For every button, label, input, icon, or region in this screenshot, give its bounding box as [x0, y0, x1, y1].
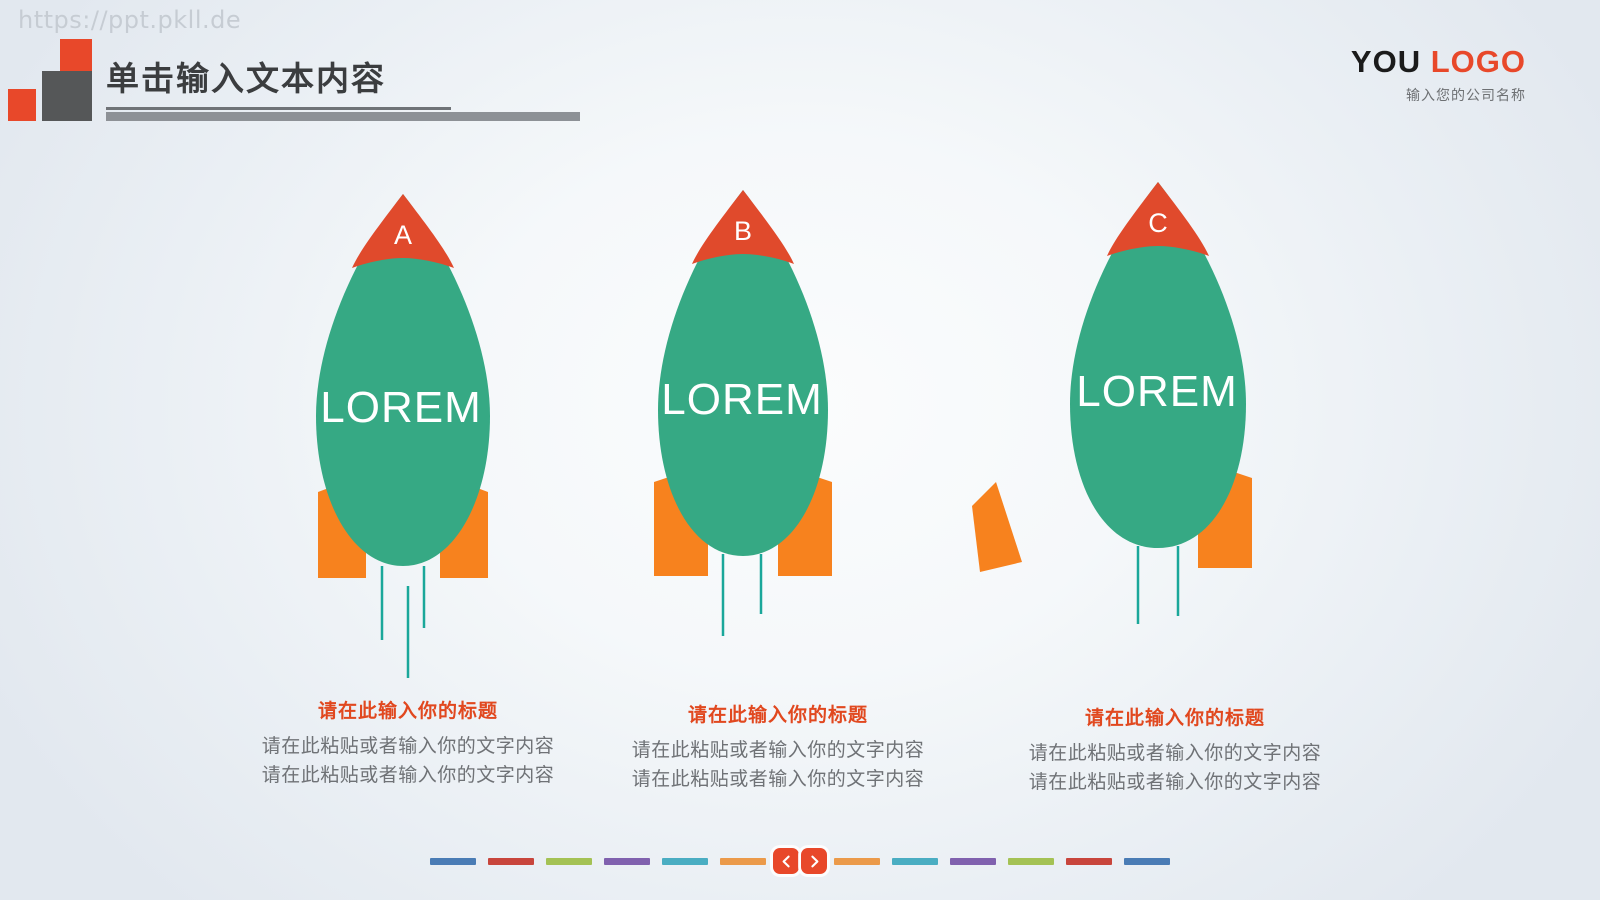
- fin-left-c-detached: [968, 480, 1028, 580]
- rocket-body-label-a: LOREM: [320, 383, 481, 432]
- pager-dash-left-4[interactable]: [662, 857, 708, 865]
- caption-a-line1: 请在此粘贴或者输入你的文字内容: [261, 735, 555, 757]
- rocket-nose-label-c: C: [1148, 208, 1168, 238]
- rocket-body-c: [1070, 182, 1246, 548]
- nose-cone-b: [692, 190, 794, 264]
- logo-block: YOU LOGO 输入您的公司名称: [1351, 46, 1526, 105]
- prev-button[interactable]: [773, 848, 799, 874]
- nose-cone-c: [1107, 182, 1209, 256]
- header-square-red-small: [8, 89, 36, 121]
- rocket-c[interactable]: C LOREM: [1040, 176, 1280, 624]
- caption-b-line2: 请在此粘贴或者输入你的文字内容: [631, 768, 925, 791]
- pager-dashes-right: [828, 857, 1176, 865]
- rocket-body-b: [658, 190, 828, 556]
- caption-b: 请在此输入你的标题 请在此粘贴或者输入你的文字内容 请在此粘贴或者输入你的文字内…: [598, 700, 958, 795]
- title-rule-thick: [106, 112, 580, 121]
- logo-text: YOU LOGO: [1351, 46, 1526, 77]
- pager-dashes-left: [424, 857, 772, 865]
- rocket-b[interactable]: B LOREM: [628, 184, 858, 636]
- watermark-url: https://ppt.pkll.de: [18, 6, 242, 34]
- rocket-body-label-b: LOREM: [661, 375, 822, 424]
- pager-dash-right-3[interactable]: [1008, 857, 1054, 865]
- caption-c: 请在此输入你的标题 请在此粘贴或者输入你的文字内容 请在此粘贴或者输入你的文字内…: [995, 703, 1355, 798]
- next-button[interactable]: [801, 848, 827, 874]
- page-title: 单击输入文本内容: [106, 59, 386, 98]
- caption-c-title: 请在此输入你的标题: [1084, 707, 1265, 729]
- pager-dash-right-5[interactable]: [1124, 857, 1170, 865]
- caption-b-title: 请在此输入你的标题: [687, 704, 868, 726]
- caption-b-line1: 请在此粘贴或者输入你的文字内容: [631, 739, 925, 761]
- pager-dash-right-4[interactable]: [1066, 857, 1112, 865]
- caption-a: 请在此输入你的标题 请在此粘贴或者输入你的文字内容 请在此粘贴或者输入你的文字内…: [228, 696, 588, 791]
- chevron-left-icon: [782, 855, 790, 867]
- exhaust-lines-c: [1136, 546, 1180, 624]
- pager-dash-left-2[interactable]: [546, 857, 592, 865]
- rocket-body-a: [316, 194, 490, 566]
- logo-text-you: YOU: [1350, 44, 1431, 79]
- exhaust-lines-b: [721, 554, 763, 636]
- title-rule-thin: [106, 107, 451, 110]
- pager-dash-left-3[interactable]: [604, 857, 650, 865]
- logo-subtitle: 输入您的公司名称: [1406, 88, 1526, 104]
- nose-cone-a: [352, 194, 454, 268]
- rocket-body-label-c: LOREM: [1076, 367, 1237, 416]
- pager-dash-left-5[interactable]: [720, 857, 766, 865]
- rocket-nose-label-b: B: [734, 216, 752, 246]
- header-square-gray: [42, 71, 92, 121]
- caption-a-line2: 请在此粘贴或者输入你的文字内容: [261, 764, 555, 787]
- logo-text-logo: LOGO: [1430, 44, 1526, 79]
- header-square-red-top: [60, 39, 92, 71]
- chevron-right-icon: [810, 855, 818, 867]
- caption-a-title: 请在此输入你的标题: [317, 700, 498, 722]
- rocket-a[interactable]: A LOREM: [278, 188, 528, 678]
- caption-c-line1: 请在此粘贴或者输入你的文字内容: [1028, 742, 1322, 764]
- exhaust-lines-a: [380, 566, 426, 678]
- pager-dash-right-0[interactable]: [834, 857, 880, 865]
- pager-dash-left-0[interactable]: [430, 857, 476, 865]
- caption-c-line2: 请在此粘贴或者输入你的文字内容: [1028, 771, 1322, 794]
- pager-dash-right-2[interactable]: [950, 857, 996, 865]
- pager-dash-right-1[interactable]: [892, 857, 938, 865]
- rocket-nose-label-a: A: [394, 220, 412, 250]
- pagination-bar: [0, 848, 1600, 874]
- pager-dash-left-1[interactable]: [488, 857, 534, 865]
